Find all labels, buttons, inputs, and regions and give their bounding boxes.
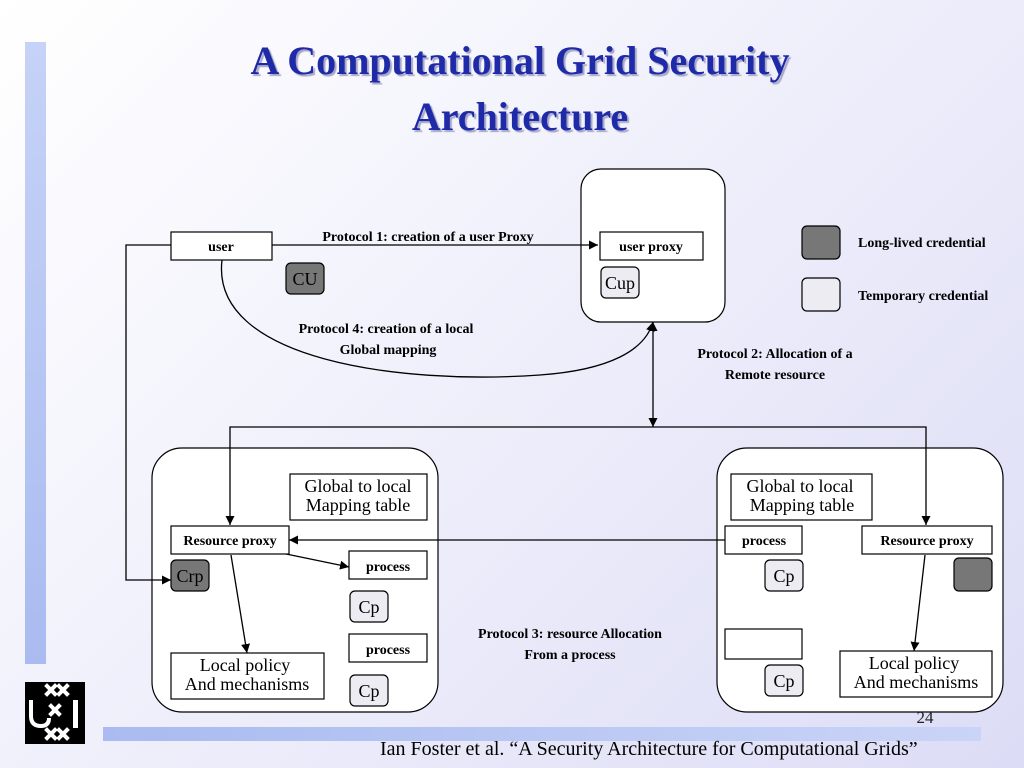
right-process: process [724,525,803,555]
right-mapping-line2: Mapping table [750,495,854,515]
left-policy-line1: Local policy [200,655,290,675]
right-resource-proxy-to-policy-arrow [910,554,926,652]
bottom-accent-bar [103,727,981,741]
right-empty-process-box [724,628,803,660]
cu-label: CU [292,269,317,289]
cup-label: Cup [605,273,635,293]
user-to-crp-connector [125,244,171,585]
legend-temporary-label: Temporary credential [858,289,988,304]
protocol4-curve [220,259,655,378]
right-policy-line1: Local policy [869,653,959,673]
left-local-policy: Local policy And mechanisms [170,652,325,700]
right-resource-proxy: Resource proxy [861,525,993,555]
right-mapping-line1: Global to local [747,476,854,496]
protocol4-label-line1: Protocol 4: creation of a local [299,322,474,337]
right-process-label: process [742,534,787,549]
left-process-1: process [348,550,428,580]
left-cp-1-label: Cp [358,597,379,617]
left-process-2: process [348,633,428,663]
left-mapping-table: Global to local Mapping table [289,473,428,521]
to-right-resource-proxy-connector [653,426,931,525]
cup-credential: Cup [600,266,640,299]
left-mapping-line2: Mapping table [306,495,410,515]
logo-crosses-icon [29,683,78,741]
university-logo [25,682,85,744]
page-number: 24 [916,708,934,727]
right-resource-credential [953,557,993,592]
citation: Ian Foster et al. “A Security Architectu… [380,738,918,760]
right-cp-2: Cp [764,664,804,697]
left-policy-line2: And mechanisms [185,674,309,694]
right-policy-line2: And mechanisms [854,672,978,692]
legend-temporary-swatch [801,277,841,312]
cu-credential: CU [285,262,325,295]
legend: Long-lived credential Temporary credenti… [801,225,988,312]
left-resource-proxy: Resource proxy [170,525,290,555]
crp-label: Crp [177,566,204,586]
right-cp-1-label: Cp [773,566,794,586]
protocol2-label-line1: Protocol 2: Allocation of a [697,347,852,362]
user-label: user [208,240,234,255]
right-resource-proxy-label: Resource proxy [880,534,973,549]
crp-credential: Crp [170,559,210,592]
legend-long-lived-label: Long-lived credential [858,236,986,251]
left-mapping-line1: Global to local [305,476,412,496]
legend-long-lived-swatch [801,225,841,260]
left-accent-bar [25,42,46,664]
protocol3-label-line1: Protocol 3: resource Allocation [478,627,662,642]
left-resource-proxy-label: Resource proxy [183,534,276,549]
right-mapping-table: Global to local Mapping table [730,473,873,521]
left-process-2-label: process [366,643,411,658]
title-line-2: Architecture [411,94,629,139]
left-process-1-label: process [366,560,411,575]
protocol2-label-line2: Remote resource [725,368,825,383]
right-cp-2-label: Cp [773,671,794,691]
title-line-1: A Computational Grid Security [250,38,790,83]
protocol1-label: Protocol 1: creation of a user Proxy [322,230,533,245]
user-node: user [170,231,273,261]
user-proxy-label: user proxy [619,240,683,255]
left-cp-2-label: Cp [358,681,379,701]
left-cp-1: Cp [349,590,389,623]
to-left-resource-proxy-connector [225,426,653,525]
left-cp-2: Cp [349,674,389,707]
user-proxy-node: user proxy [599,231,704,261]
left-resource-proxy-to-policy-arrow [230,554,250,654]
right-local-policy: Local policy And mechanisms [839,650,993,698]
slide-title: A Computational Grid Security Architectu… [140,33,900,145]
protocol3-label-line2: From a process [524,648,616,663]
protocol4-label-line2: Global mapping [340,343,437,358]
right-cp-1: Cp [764,559,804,592]
